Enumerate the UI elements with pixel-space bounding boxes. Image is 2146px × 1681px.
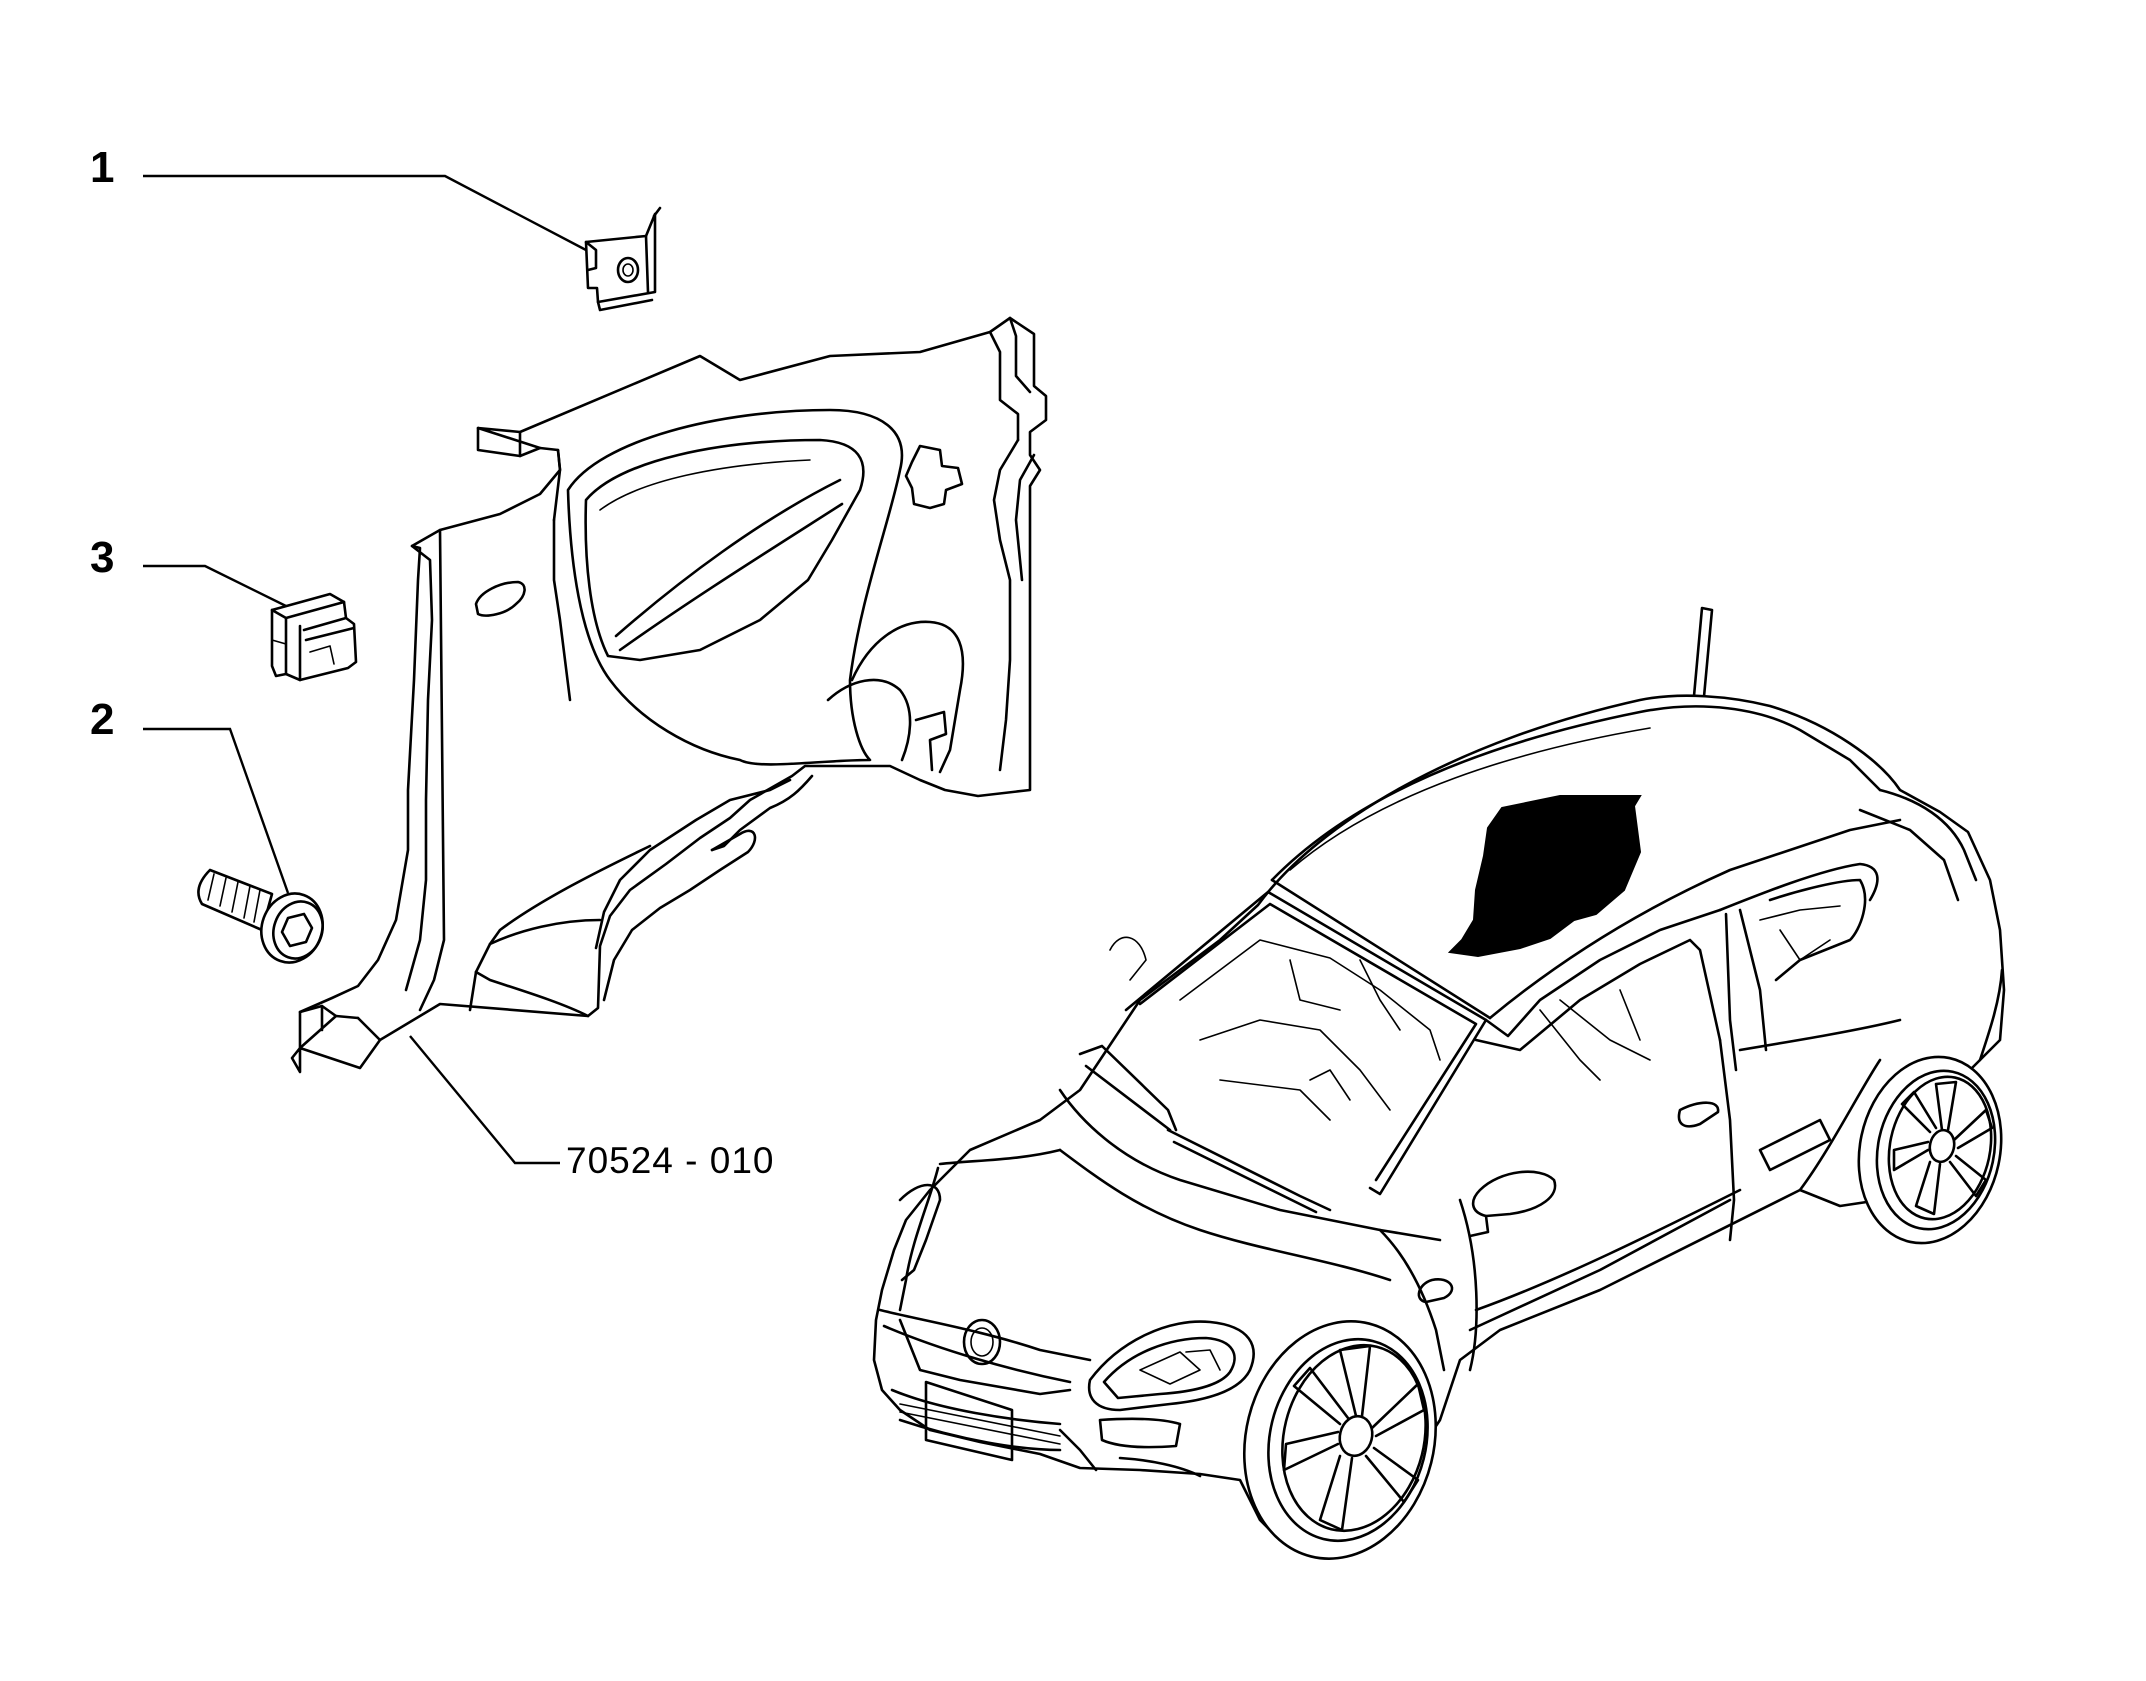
car-illustration bbox=[872, 606, 2006, 1560]
quarter-trim-panel bbox=[290, 316, 1048, 1074]
highlighted-area bbox=[1447, 795, 1642, 958]
diagram-reference-code: 70524 - 010 bbox=[566, 1140, 775, 1181]
front-wheel bbox=[1242, 1320, 1438, 1560]
leader-line-2 bbox=[143, 727, 290, 894]
leader-lines bbox=[143, 174, 587, 1165]
part-1-clip-nut bbox=[584, 206, 662, 312]
leader-line-1 bbox=[143, 174, 587, 252]
callout-number-1: 1 bbox=[90, 143, 115, 192]
part-2-bolt bbox=[197, 868, 324, 964]
part-3-plastic-clip bbox=[270, 592, 358, 682]
rear-wheel bbox=[1857, 1055, 2003, 1245]
callout-number-2: 2 bbox=[90, 695, 115, 744]
leader-line-ref bbox=[409, 1035, 560, 1165]
leader-line-3 bbox=[143, 564, 289, 609]
callout-number-3: 3 bbox=[90, 533, 115, 582]
